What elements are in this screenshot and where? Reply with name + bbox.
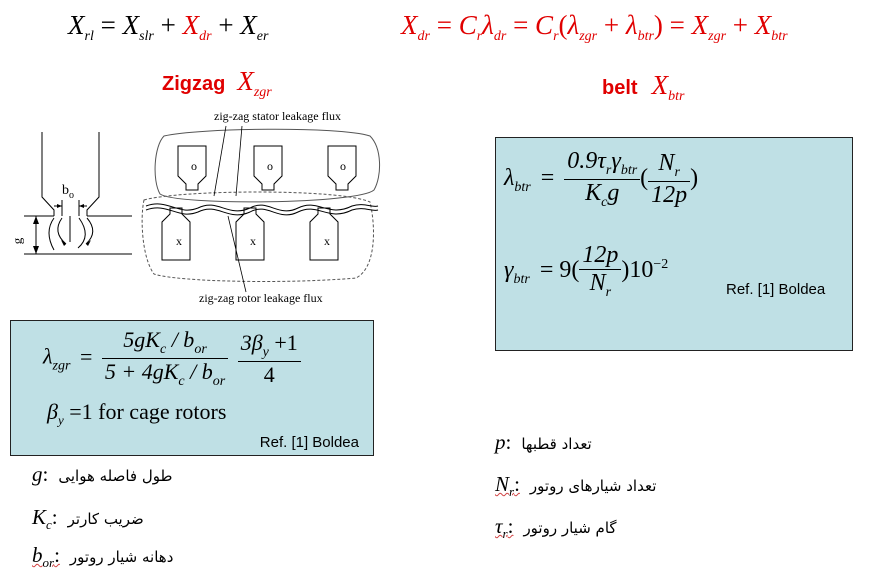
- def-rotor-slot-count: Nr: تعداد شیارهای روتور: [495, 472, 657, 500]
- rotor-slot-label-3: x: [324, 234, 330, 248]
- reference-boldea-left: Ref. [1] Boldea: [259, 434, 359, 451]
- def-air-gap: g: طول فاصله هوایی: [32, 462, 173, 486]
- zigzag-heading: Zigzag Xzgr: [162, 66, 272, 100]
- gamma-btr-formula: γbtr = 9( 12p Nr )10−2: [504, 242, 669, 300]
- def-rotor-slot-opening: bor: دهانه شیار روتور: [32, 543, 174, 571]
- stator-slot-label-3: o: [340, 159, 346, 173]
- zigzag-leakage-diagram: [141, 125, 380, 293]
- slot-opening-diagram: [24, 132, 132, 255]
- rotor-leakage-label: zig-zag rotor leakage flux: [199, 291, 323, 305]
- stator-slot-label-1: o: [191, 159, 197, 173]
- g-label: g: [9, 237, 25, 245]
- reference-boldea-right: Ref. [1] Boldea: [726, 281, 826, 298]
- zigzag-formula-box: λzgr = 5gKc / bor 5 + 4gKc / bor 3βy +1 …: [10, 320, 374, 456]
- stator-leakage-label: zig-zag stator leakage flux: [214, 109, 341, 123]
- stator-slot-label-2: o: [267, 159, 273, 173]
- lambda-btr-formula: λbtr = 0.9τrγbtr Kcg ( Nr 12p ): [504, 148, 699, 210]
- def-rotor-slot-pitch: τr: گام شیار روتور: [495, 514, 617, 542]
- lambda-zgr-formula: λzgr = 5gKc / bor 5 + 4gKc / bor 3βy +1 …: [43, 327, 301, 390]
- belt-heading: belt Xbtr: [602, 70, 685, 104]
- beta-y-line: βy =1 for cage rotors: [47, 399, 227, 428]
- def-pole-count: p: تعداد قطبها: [495, 430, 592, 454]
- equation-rotor-leakage: Xrl = Xslr + Xdr + Xer: [68, 10, 269, 44]
- def-carter-coefficient: Kc: ضریب کارتر: [32, 505, 144, 533]
- belt-formula-box: λbtr = 0.9τrγbtr Kcg ( Nr 12p ) γbtr = 9…: [495, 137, 853, 351]
- equation-differential-leakage: Xdr = Crλdr = Cr(λzgr + λbtr) = Xzgr + X…: [401, 10, 788, 44]
- rotor-slot-label-1: x: [176, 234, 182, 248]
- bo-label: bo: [62, 183, 74, 201]
- rotor-slot-label-2: x: [250, 234, 256, 248]
